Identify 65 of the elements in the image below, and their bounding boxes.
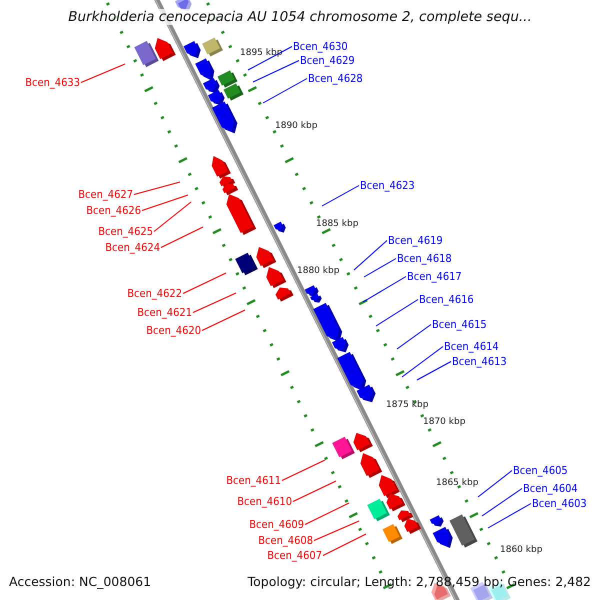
gene-label: Bcen_4615 <box>432 318 487 331</box>
position-tick-label: 1880 kbp <box>297 266 340 277</box>
leader-line <box>362 276 406 302</box>
gene-label: Bcen_4620 <box>146 324 201 337</box>
position-tick-label: 1870 kbp <box>423 417 466 428</box>
gene-label: Bcen_4610 <box>237 495 292 508</box>
gene-label: Bcen_4625 <box>98 225 153 238</box>
position-tick-label: 1865 kbp <box>436 478 478 489</box>
leader-line <box>160 226 204 248</box>
leader-line <box>402 346 444 378</box>
leader-line <box>304 502 350 525</box>
title: Burkholderia cenocepacia AU 1054 chromosome 2, complete sequ... <box>68 9 532 25</box>
position-tick-label: 1895 kbp <box>240 48 282 59</box>
gene-label: Bcen_4608 <box>258 534 313 547</box>
leader-line <box>134 182 180 195</box>
leader-line <box>376 299 418 326</box>
gene-label: Bcen_4630 <box>293 40 348 53</box>
position-tick-label: 1885 kbp <box>316 219 358 230</box>
leader-line <box>248 46 292 70</box>
leader-line <box>252 60 300 82</box>
gene-label: Bcen_4616 <box>419 293 474 306</box>
leader-line <box>478 470 512 498</box>
leader-line <box>80 64 126 83</box>
leader-line <box>322 534 366 556</box>
gene-label: Bcen_4624 <box>105 241 160 254</box>
gene-label: Bcen_4609 <box>249 518 304 531</box>
gene-label: Bcen_4604 <box>523 482 578 495</box>
gene-label: Bcen_4611 <box>226 474 281 487</box>
leader-line <box>396 324 432 350</box>
leader-line <box>354 240 388 270</box>
position-tick-label: 1890 kbp <box>275 121 318 132</box>
gene-label: Bcen_4623 <box>360 179 415 192</box>
leader-line <box>488 503 532 528</box>
gene-label: Bcen_4629 <box>300 54 355 67</box>
leader-line <box>262 78 308 104</box>
leader-line <box>364 258 396 278</box>
gene-label: Bcen_4621 <box>137 306 192 319</box>
leader-line <box>182 272 226 294</box>
gene-label: Bcen_4626 <box>86 204 141 217</box>
accession-text: Accession: NC_008061 <box>9 574 152 590</box>
leader-line <box>154 202 192 232</box>
gene-label: Bcen_4603 <box>532 497 587 510</box>
gene-label: Bcen_4618 <box>397 252 452 265</box>
leader-line <box>292 480 336 502</box>
gene-label: Bcen_4633 <box>25 76 80 89</box>
leader-line <box>416 361 452 380</box>
gene-label: Bcen_4614 <box>444 340 499 353</box>
leader-line <box>322 185 360 206</box>
leader-line <box>314 520 360 541</box>
gene-label: Bcen_4605 <box>513 464 568 477</box>
gene-label: Bcen_4622 <box>127 287 182 300</box>
gene-label: Bcen_4619 <box>388 234 443 247</box>
gene-label: Bcen_4627 <box>78 188 133 201</box>
leader-line <box>202 310 246 331</box>
gene-label: Bcen_4617 <box>407 270 462 283</box>
leader-line <box>192 292 236 313</box>
leader-line <box>282 460 326 481</box>
position-tick-label: 1875 kbp <box>386 400 428 411</box>
leader-line <box>482 488 522 516</box>
summary-text: Topology: circular; Length: 2,788,459 bp; Genes: 2,482 <box>248 574 591 590</box>
position-tick-label: 1860 kbp <box>500 545 542 556</box>
gene-label: Bcen_4613 <box>452 355 507 368</box>
gene-label: Bcen_4628 <box>308 72 363 85</box>
leader-line <box>142 194 188 211</box>
gene-label: Bcen_4607 <box>267 549 322 562</box>
